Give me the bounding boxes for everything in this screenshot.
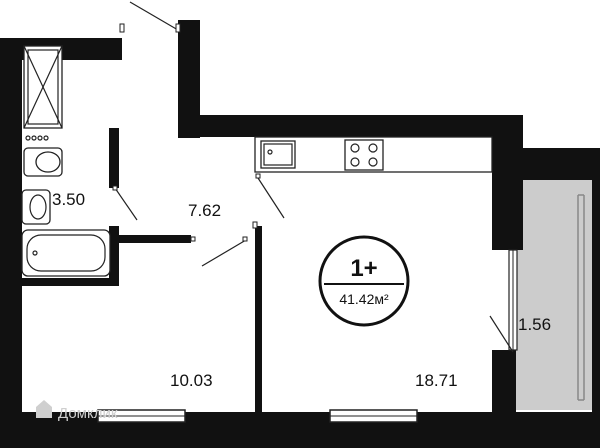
bathroom-door — [112, 185, 138, 221]
room-area-hallway: 7.62 — [188, 201, 221, 220]
room-area-bedroom: 10.03 — [170, 371, 213, 390]
kitchen-sink — [260, 140, 296, 169]
shower-cabin — [23, 45, 63, 129]
apartment-type: 1+ — [350, 255, 377, 282]
kitchen-door — [255, 173, 285, 219]
stove — [344, 139, 384, 171]
entry-door — [119, 1, 181, 38]
room-area-balcony: 1.56 — [518, 315, 551, 334]
living-window — [329, 409, 418, 423]
bathtub — [21, 229, 111, 277]
bedroom-window — [97, 409, 186, 423]
apartment-badge: 1+ 41.42м² — [318, 235, 410, 327]
bedroom-door — [190, 221, 258, 267]
house-icon — [36, 400, 52, 418]
balcony-door — [489, 249, 518, 353]
toilet — [23, 135, 63, 177]
domclick-watermark: Домклик — [36, 400, 118, 422]
balcony-railing — [577, 194, 585, 401]
room-area-living-kitchen: 18.71 — [415, 371, 458, 390]
washbasin — [21, 189, 51, 225]
watermark-text: Домклик — [58, 405, 118, 422]
apartment-total-area: 41.42м² — [339, 291, 389, 307]
walls — [0, 20, 600, 448]
balcony-area — [516, 180, 592, 410]
room-area-bathroom: 3.50 — [52, 190, 85, 209]
